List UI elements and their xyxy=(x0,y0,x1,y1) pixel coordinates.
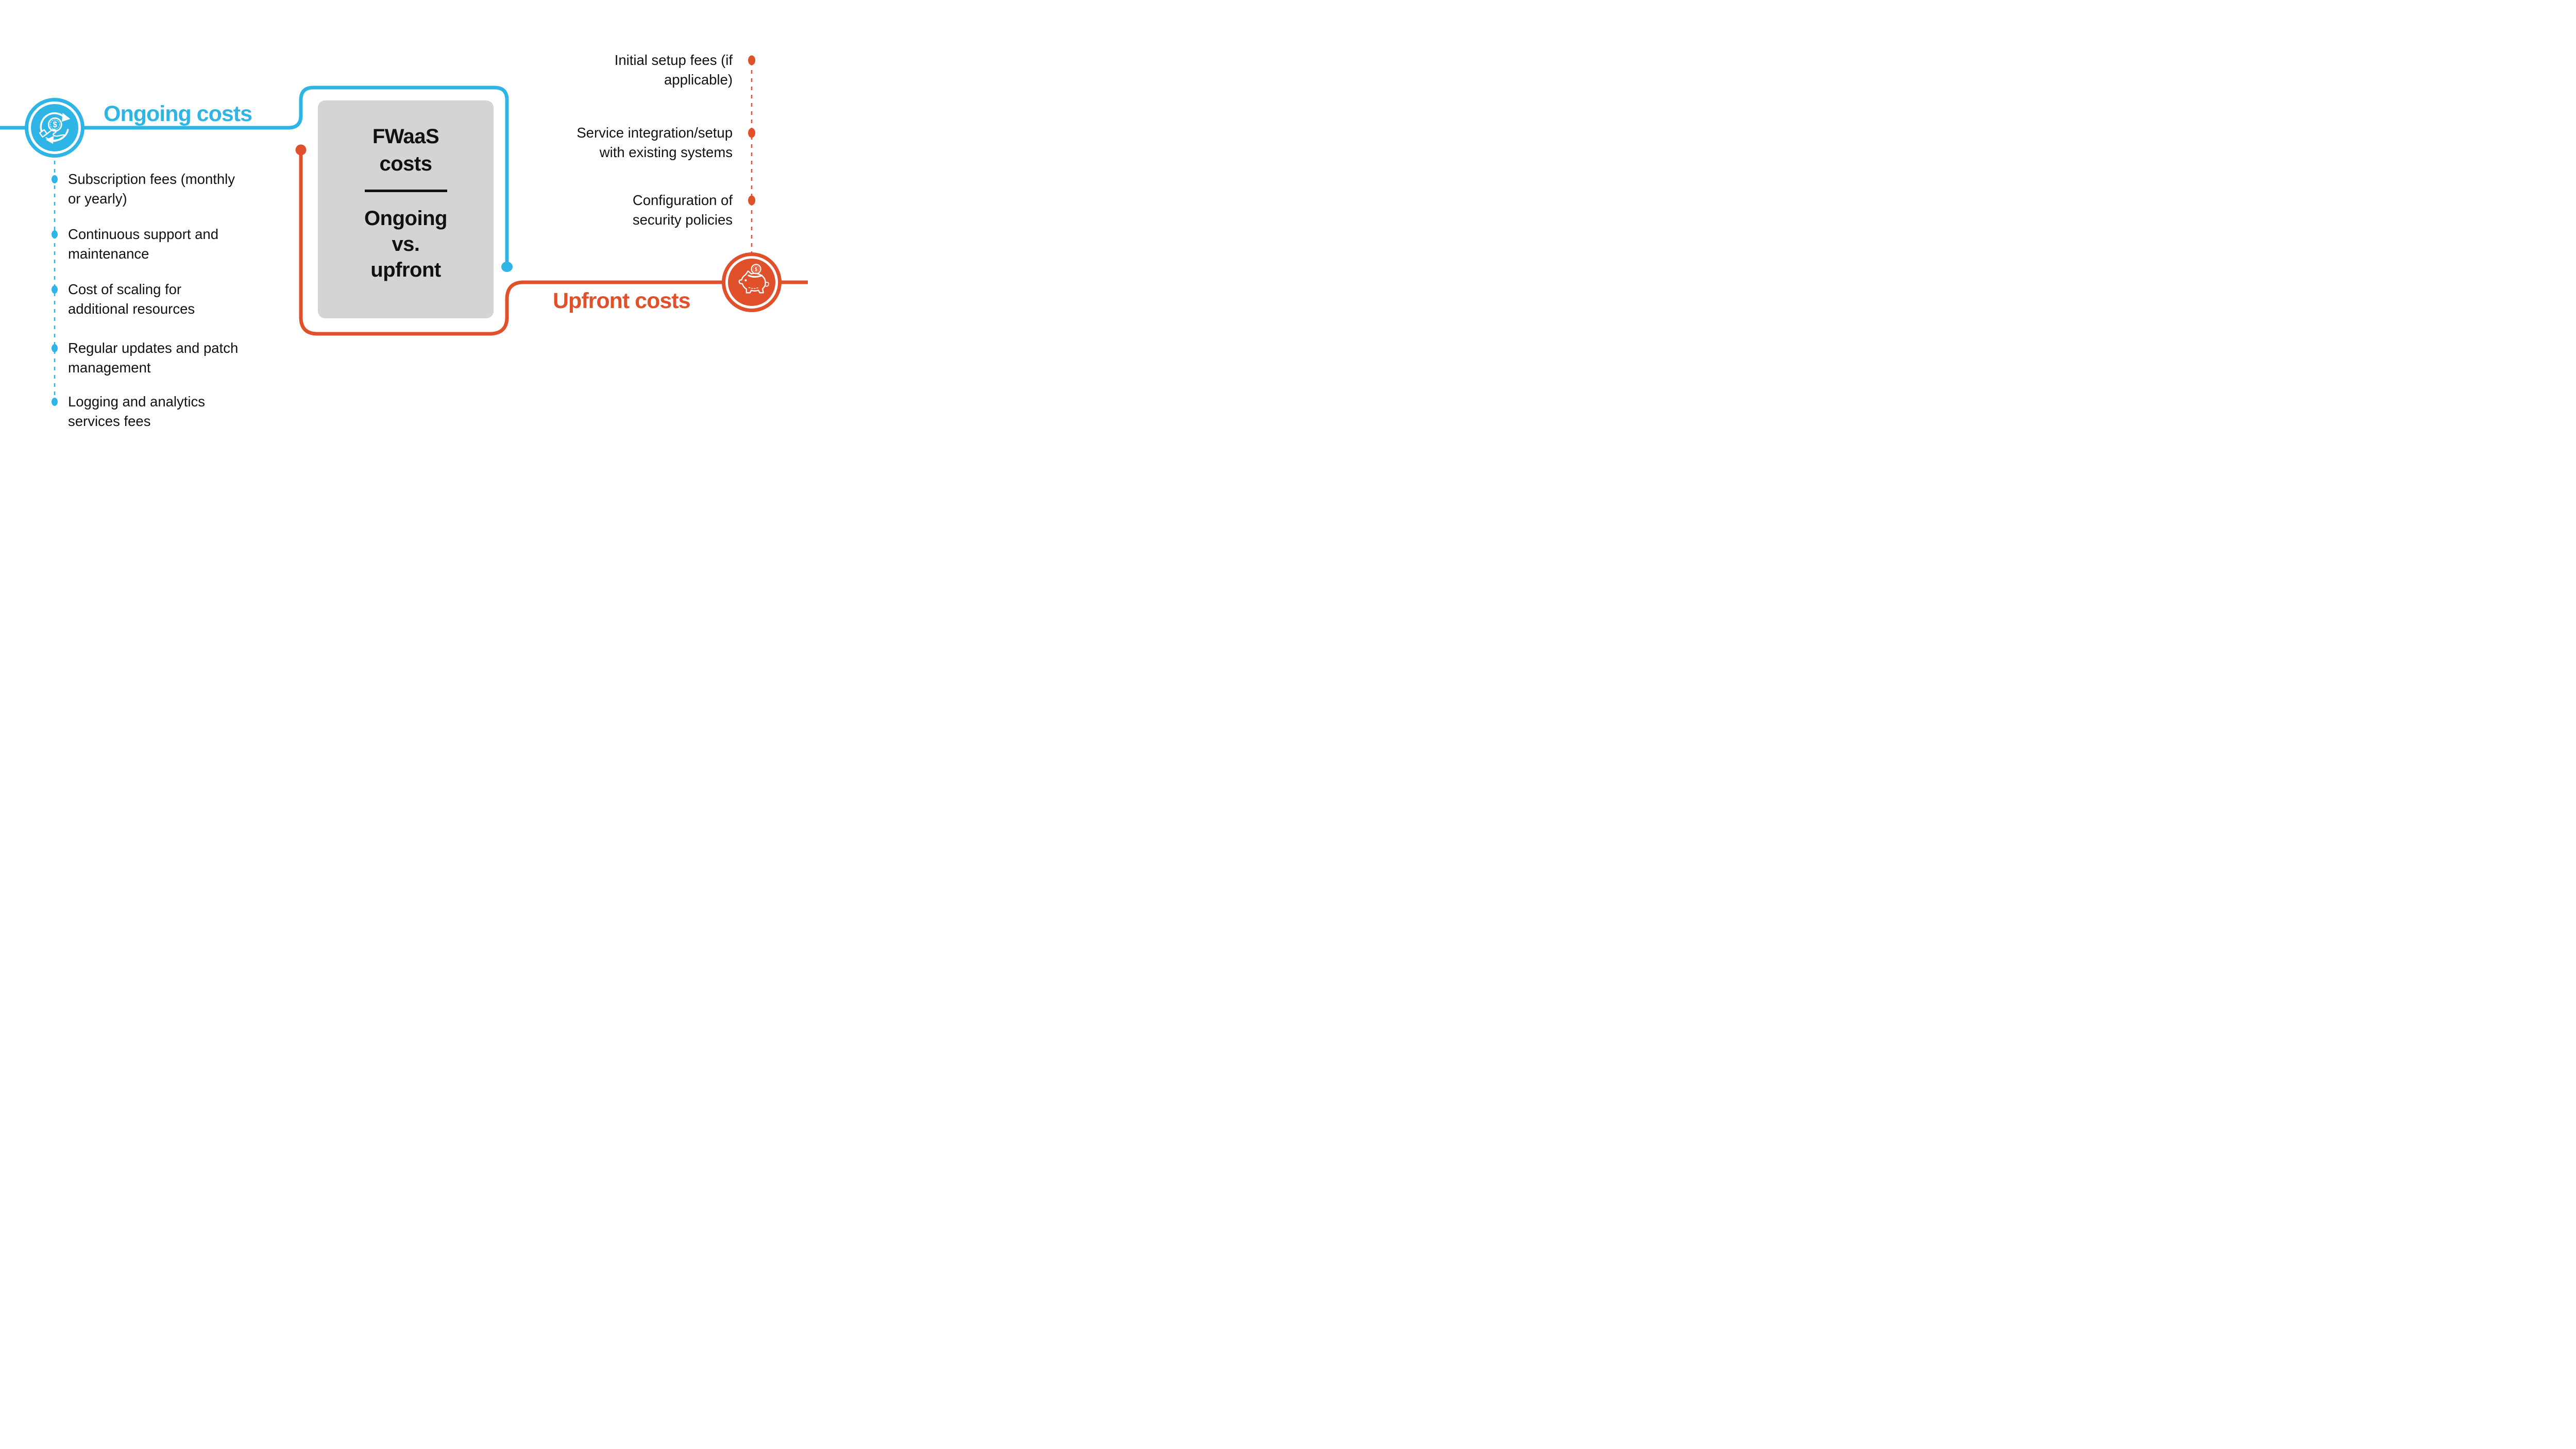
ongoing-item-updates-patching: Regular updates and patch management xyxy=(68,340,239,376)
center-box-divider xyxy=(364,190,447,192)
upfront-item-security-policies: Configuration of security policies xyxy=(632,192,733,228)
ongoing-connector-endpoint-dot xyxy=(501,262,513,272)
upfront-connector-line xyxy=(299,152,808,336)
upfront-costs-heading: Upfront costs xyxy=(553,288,690,313)
ongoing-item-subscription-fees: Subscription fees (monthly or yearly) xyxy=(68,171,235,207)
ongoing-item-logging-analytics: Logging and analytics services fees xyxy=(68,394,206,429)
piggy-bank-icon: $ xyxy=(738,264,769,294)
upfront-badge: $ xyxy=(722,252,782,312)
bullet-dot xyxy=(748,195,755,206)
bullet-dot xyxy=(52,344,58,352)
money-cycle-icon: $ xyxy=(39,112,71,144)
bullet-dot xyxy=(748,128,755,138)
ongoing-item-scaling-cost: Cost of scaling for additional resources xyxy=(68,281,195,317)
fwaas-costs-infographic: $ $ Ongoing costs Upfront costs FWaaS co… xyxy=(0,0,808,454)
center-topic-box: FWaaS costs Ongoing vs. upfront xyxy=(318,100,494,318)
center-box-subtitle: Ongoing vs. upfront xyxy=(364,207,447,281)
bullet-dot xyxy=(52,175,58,183)
bullet-dot xyxy=(52,398,58,406)
upfront-item-service-integration: Service integration/setup with existing … xyxy=(577,125,733,160)
badge-ring xyxy=(28,101,81,154)
bullet-dot xyxy=(52,230,58,238)
ongoing-costs-heading: Ongoing costs xyxy=(104,101,252,126)
upfront-connector-endpoint-dot xyxy=(295,144,307,156)
badge-ring xyxy=(725,256,778,309)
center-box-title: FWaaS costs xyxy=(372,125,439,175)
connector-layer xyxy=(0,55,808,406)
bullet-dot xyxy=(748,55,755,65)
ongoing-item-support-maintenance: Continuous support and maintenance xyxy=(68,226,219,262)
bullet-dot xyxy=(52,285,58,294)
svg-text:$: $ xyxy=(53,121,57,129)
upfront-item-initial-setup-fees: Initial setup fees (if applicable) xyxy=(614,52,733,88)
svg-text:$: $ xyxy=(755,267,758,272)
ongoing-connector-line xyxy=(0,86,509,265)
ongoing-badge: $ xyxy=(25,98,84,158)
